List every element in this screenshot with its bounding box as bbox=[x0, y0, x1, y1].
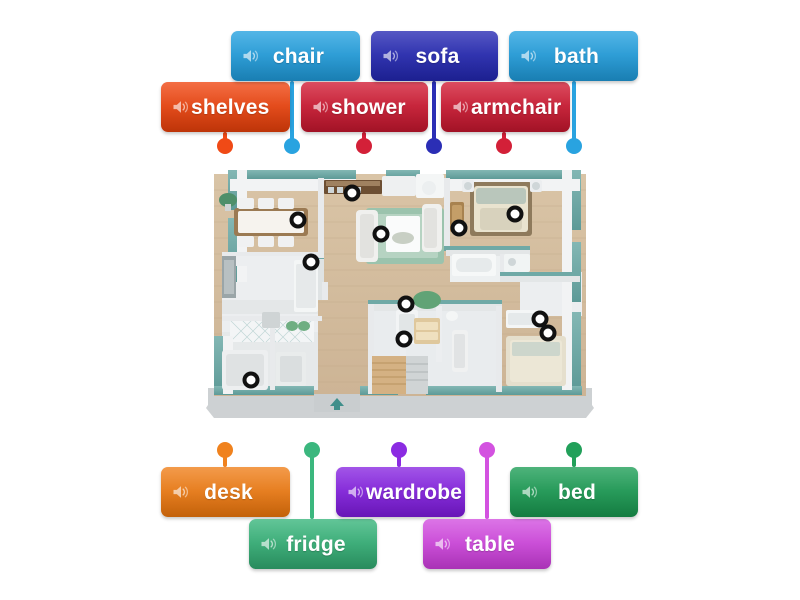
label-chip-fridge[interactable]: fridge bbox=[249, 519, 377, 569]
floorplan-marker[interactable] bbox=[397, 295, 415, 313]
pin-knob[interactable] bbox=[391, 442, 407, 458]
speaker-icon[interactable] bbox=[241, 46, 261, 66]
floorplan-marker[interactable] bbox=[506, 205, 524, 223]
pin-knob[interactable] bbox=[426, 138, 442, 154]
label-chip-text: shower bbox=[331, 95, 406, 119]
connector-pin-shower bbox=[354, 132, 374, 156]
speaker-icon[interactable] bbox=[433, 534, 453, 554]
connector-pin-chair bbox=[282, 81, 302, 156]
label-chip-table[interactable]: table bbox=[423, 519, 551, 569]
speaker-icon[interactable] bbox=[520, 482, 540, 502]
connector-pin-bath bbox=[564, 81, 584, 156]
label-chip-bed[interactable]: bed bbox=[510, 467, 638, 517]
label-chip-text: armchair bbox=[471, 95, 562, 119]
label-chip-chair[interactable]: chair bbox=[231, 31, 360, 81]
pin-knob[interactable] bbox=[217, 442, 233, 458]
speaker-icon[interactable] bbox=[381, 46, 401, 66]
floorplan-image[interactable] bbox=[200, 160, 600, 420]
floorplan-marker[interactable] bbox=[302, 253, 320, 271]
speaker-icon[interactable] bbox=[519, 46, 539, 66]
pin-stem bbox=[310, 450, 314, 519]
floorplan-marker[interactable] bbox=[343, 184, 361, 202]
pin-stem bbox=[485, 450, 489, 519]
connector-pin-bed bbox=[564, 442, 584, 467]
label-chip-text: desk bbox=[204, 480, 253, 504]
label-chip-desk[interactable]: desk bbox=[161, 467, 290, 517]
speaker-icon[interactable] bbox=[171, 97, 191, 117]
floorplan-marker[interactable] bbox=[450, 219, 468, 237]
label-chip-text: bed bbox=[558, 480, 596, 504]
pin-stem bbox=[223, 450, 227, 467]
connector-pin-fridge bbox=[302, 442, 322, 519]
pin-stem bbox=[432, 81, 436, 146]
speaker-icon[interactable] bbox=[346, 482, 366, 502]
connector-pin-shelves bbox=[215, 132, 235, 156]
pin-knob[interactable] bbox=[304, 442, 320, 458]
speaker-icon[interactable] bbox=[451, 97, 471, 117]
floorplan-marker[interactable] bbox=[289, 211, 307, 229]
label-chip-text: sofa bbox=[415, 44, 460, 68]
floorplan-marker[interactable] bbox=[539, 324, 557, 342]
pin-stem bbox=[572, 81, 576, 146]
pin-knob[interactable] bbox=[566, 442, 582, 458]
label-chip-shower[interactable]: shower bbox=[301, 82, 428, 132]
pin-knob[interactable] bbox=[566, 138, 582, 154]
pin-knob[interactable] bbox=[284, 138, 300, 154]
floorplan-graphic bbox=[206, 170, 594, 418]
speaker-icon[interactable] bbox=[311, 97, 331, 117]
connector-pin-desk bbox=[215, 442, 235, 467]
label-chip-text: table bbox=[464, 532, 515, 556]
label-chip-text: fridge bbox=[286, 532, 346, 556]
pin-stem bbox=[290, 81, 294, 146]
label-chip-text: shelves bbox=[191, 95, 270, 119]
speaker-icon[interactable] bbox=[259, 534, 279, 554]
floorplan-marker[interactable] bbox=[531, 310, 549, 328]
pin-knob[interactable] bbox=[356, 138, 372, 154]
label-chip-text: chair bbox=[272, 44, 325, 68]
label-chip-wardrobe[interactable]: wardrobe bbox=[336, 467, 465, 517]
floorplan-marker[interactable] bbox=[372, 225, 390, 243]
pin-stem bbox=[397, 450, 401, 467]
pin-knob[interactable] bbox=[496, 138, 512, 154]
label-chip-sofa[interactable]: sofa bbox=[371, 31, 498, 81]
label-chip-armchair[interactable]: armchair bbox=[441, 82, 570, 132]
label-chip-text: bath bbox=[553, 44, 600, 68]
label-chip-bath[interactable]: bath bbox=[509, 31, 638, 81]
connector-pin-armchair bbox=[494, 132, 514, 156]
connector-pin-table bbox=[477, 442, 497, 519]
connector-pin-sofa bbox=[424, 81, 444, 156]
connector-pin-wardrobe bbox=[389, 442, 409, 467]
floorplan-marker[interactable] bbox=[242, 371, 260, 389]
floorplan-marker[interactable] bbox=[395, 330, 413, 348]
pin-stem bbox=[572, 450, 576, 467]
pin-knob[interactable] bbox=[217, 138, 233, 154]
speaker-icon[interactable] bbox=[171, 482, 191, 502]
label-chip-shelves[interactable]: shelves bbox=[161, 82, 290, 132]
label-chip-text: wardrobe bbox=[366, 480, 463, 504]
pin-knob[interactable] bbox=[479, 442, 495, 458]
